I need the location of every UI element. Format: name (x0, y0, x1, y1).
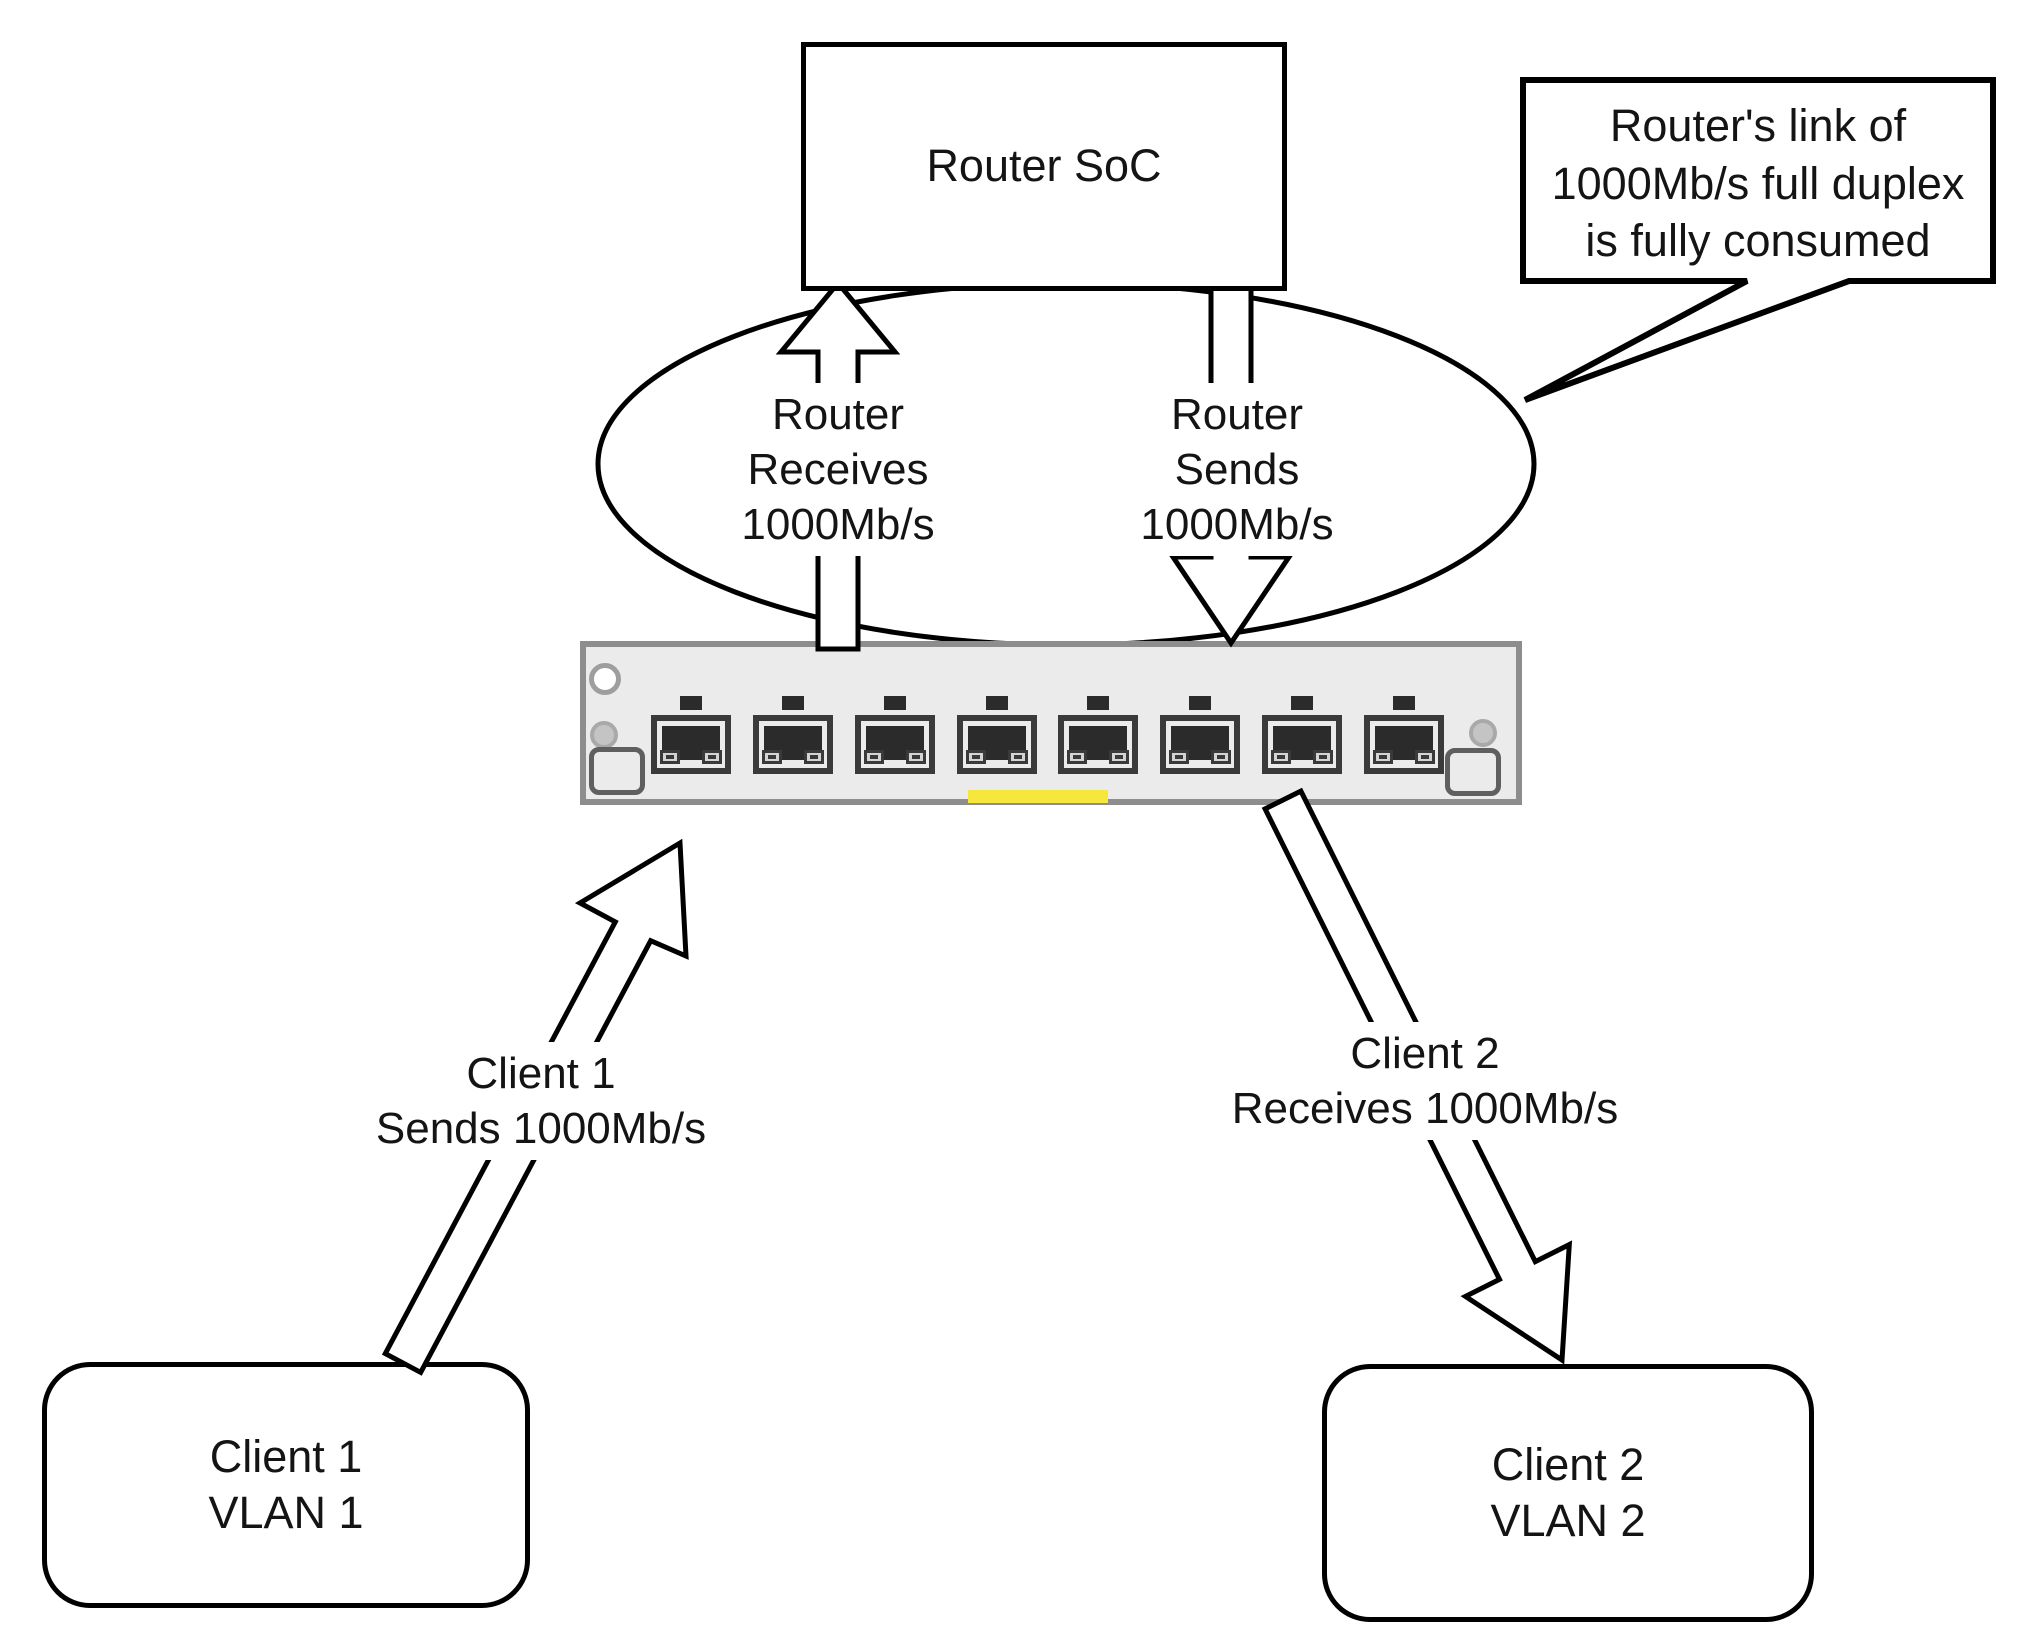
port-highlight-bar (968, 790, 1108, 803)
port-led-icon (906, 750, 926, 764)
port-jack-icon (855, 715, 935, 774)
port-status-led-icon (1291, 696, 1313, 710)
ethernet-port-icon (1160, 696, 1240, 774)
port-led-icon (1415, 750, 1435, 764)
client1-node: Client 1 VLAN 1 (42, 1362, 530, 1608)
port-led-icon (1109, 750, 1129, 764)
port-led-icon (762, 750, 782, 764)
ethernet-port-icon (1262, 696, 1342, 774)
port-jack-icon (957, 715, 1037, 774)
port-status-led-icon (1087, 696, 1109, 710)
ethernet-port-icon (1058, 696, 1138, 774)
port-led-icon (660, 750, 680, 764)
router-soc-node: Router SoC (801, 42, 1287, 291)
callout-label: Router's link of 1000Mb/s full duplex is… (1551, 100, 1965, 267)
port-led-icon (966, 750, 986, 764)
port-led-icon (1169, 750, 1189, 764)
ethernet-port-icon (855, 696, 935, 774)
port-status-led-icon (1189, 696, 1211, 710)
ethernet-port-icon (651, 696, 731, 774)
router-sends-label: Router Sends 1000Mb/s (1097, 383, 1377, 556)
ethernet-port-icon (753, 696, 833, 774)
port-status-led-icon (884, 696, 906, 710)
port-led-icon (804, 750, 824, 764)
port-jack-icon (1262, 715, 1342, 774)
router-soc-label: Router SoC (926, 140, 1162, 192)
port-led-icon (1008, 750, 1028, 764)
ethernet-switch (580, 641, 1522, 805)
client2-receives-label: Client 2 Receives 1000Mb/s (1225, 1022, 1625, 1140)
router-receives-label: Router Receives 1000Mb/s (698, 383, 978, 556)
client2-label: Client 2 VLAN 2 (1490, 1438, 1646, 1546)
ethernet-port-icon (1364, 696, 1444, 774)
port-jack-icon (651, 715, 731, 774)
status-led-icon (1469, 719, 1497, 747)
port-led-icon (1211, 750, 1231, 764)
port-opening-tab (780, 747, 806, 760)
port-opening-tab (1187, 747, 1213, 760)
port-jack-icon (1160, 715, 1240, 774)
switch-button-icon (589, 747, 645, 795)
switch-button-icon (1445, 748, 1501, 796)
client1-sends-label: Client 1 Sends 1000Mb/s (351, 1042, 731, 1160)
port-opening-tab (1085, 747, 1111, 760)
port-led-icon (1067, 750, 1087, 764)
port-led-icon (702, 750, 722, 764)
port-opening-tab (678, 747, 704, 760)
port-opening-tab (882, 747, 908, 760)
port-jack-icon (1058, 715, 1138, 774)
port-status-led-icon (986, 696, 1008, 710)
port-opening-tab (1289, 747, 1315, 760)
port-opening-tab (1391, 747, 1417, 760)
port-opening-tab (984, 747, 1010, 760)
port-led-icon (1271, 750, 1291, 764)
client1-label: Client 1 VLAN 1 (208, 1430, 364, 1538)
port-status-led-icon (782, 696, 804, 710)
ethernet-port-icon (957, 696, 1037, 774)
port-led-icon (864, 750, 884, 764)
mount-hole-icon (589, 663, 621, 695)
port-jack-icon (1364, 715, 1444, 774)
port-led-icon (1313, 750, 1333, 764)
client2-node: Client 2 VLAN 2 (1322, 1364, 1814, 1622)
status-led-icon (590, 721, 618, 749)
port-led-icon (1373, 750, 1393, 764)
port-status-led-icon (680, 696, 702, 710)
port-jack-icon (753, 715, 833, 774)
port-status-led-icon (1393, 696, 1415, 710)
